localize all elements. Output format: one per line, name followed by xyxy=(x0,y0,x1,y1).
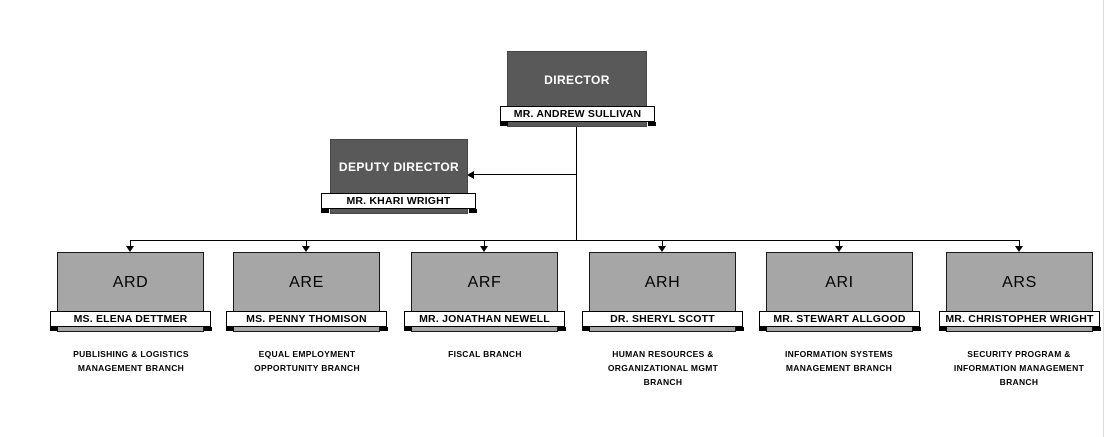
director-nameplate: MR. ANDREW SULLIVAN xyxy=(499,106,656,126)
arrow-down-icon xyxy=(302,246,310,252)
unit-nameplate-arf: MR. JONATHAN NEWELL xyxy=(403,311,566,331)
unit-code-ars: ARS xyxy=(1002,273,1037,291)
arrow-down-icon xyxy=(1015,246,1023,252)
branch-label-ard: PUBLISHING & LOGISTICS MANAGEMENT BRANCH xyxy=(73,349,189,373)
connector-stub-ard xyxy=(130,241,131,247)
branch-label-ars: SECURITY PROGRAM & INFORMATION MANAGEMEN… xyxy=(953,349,1085,387)
arrow-left-icon xyxy=(467,171,474,179)
branch-label-arf: FISCAL BRANCH xyxy=(448,349,522,359)
connector-units-horizontal xyxy=(130,240,1020,241)
connector-stub-ari xyxy=(839,241,840,247)
connector-deputy-horizontal xyxy=(474,174,576,175)
connector-stub-ars xyxy=(1019,241,1020,247)
director-title: DIRECTOR xyxy=(544,72,610,87)
unit-code-arh: ARH xyxy=(644,273,681,291)
unit-nameplate-ard: MS. ELENA DETTMER xyxy=(49,311,212,331)
unit-nameplate-ari: MR. STEWART ALLGOOD xyxy=(758,311,921,331)
unit-code-arf: ARF xyxy=(467,273,502,291)
branch-label-arh: HUMAN RESOURCES & ORGANIZATIONAL MGMT BR… xyxy=(607,349,719,387)
unit-code-are: ARE xyxy=(289,273,324,291)
unit-nameplate-ars: MR. CHRISTOPHER WRIGHT xyxy=(938,311,1101,331)
branch-label-are: EQUAL EMPLOYMENT OPPORTUNITY BRANCH xyxy=(254,349,360,373)
arrow-down-icon xyxy=(126,246,134,252)
unit-nameplate-are: MS. PENNY THOMISON xyxy=(225,311,388,331)
connector-stub-arf xyxy=(484,241,485,247)
arrow-down-icon xyxy=(835,246,843,252)
unit-code-ard: ARD xyxy=(112,273,149,291)
unit-nameplate-arh: DR. SHERYL SCOTT xyxy=(581,311,744,331)
connector-stub-are xyxy=(306,241,307,247)
branch-label-ari: INFORMATION SYSTEMS MANAGEMENT BRANCH xyxy=(784,349,893,373)
deputy-director-title: DEPUTY DIRECTOR xyxy=(338,160,460,174)
page-edge-divider xyxy=(1103,0,1104,437)
unit-code-ari: ARI xyxy=(825,273,854,291)
connector-stub-arh xyxy=(662,241,663,247)
connector-director-vertical xyxy=(576,127,577,241)
deputy-director-nameplate: MR. KHARI WRIGHT xyxy=(320,193,477,213)
arrow-down-icon xyxy=(658,246,666,252)
arrow-down-icon xyxy=(480,246,488,252)
